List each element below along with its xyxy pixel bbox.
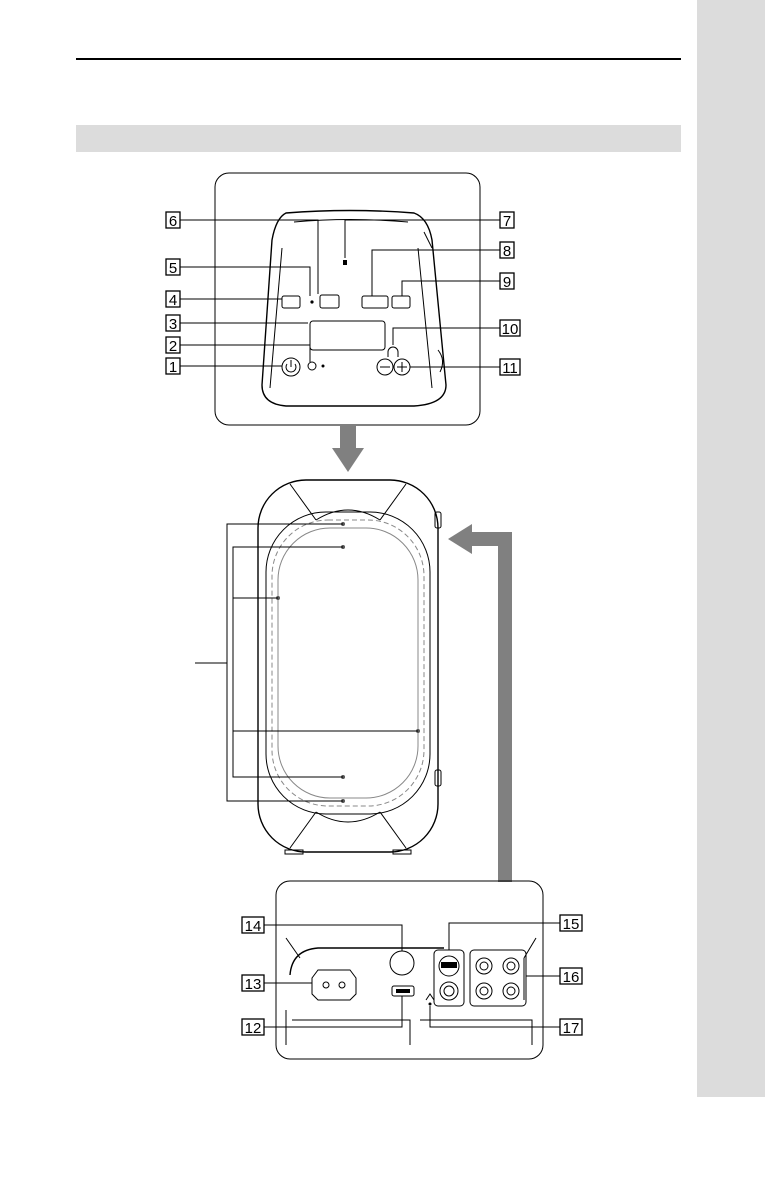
reset-indicator [426, 994, 434, 1000]
button-8[interactable] [362, 296, 388, 308]
speaker-front-view [258, 480, 441, 854]
svg-text:3: 3 [169, 316, 177, 333]
output-group-16 [470, 950, 526, 1006]
svg-text:4: 4 [169, 292, 177, 309]
button-6[interactable] [320, 295, 339, 308]
svg-text:1: 1 [169, 359, 177, 376]
callout-12: 12 [242, 1019, 264, 1037]
svg-text:8: 8 [503, 243, 511, 260]
callout-13: 13 [242, 975, 264, 993]
svg-text:6: 6 [169, 213, 177, 230]
indicator-dot [343, 260, 347, 265]
svg-text:14: 14 [245, 918, 262, 935]
callout-9: 9 [500, 273, 514, 291]
ac-inlet [312, 970, 356, 1000]
input-group-15 [434, 950, 464, 1006]
callout-15: 15 [560, 915, 582, 933]
rear-panel-view [276, 881, 543, 1059]
svg-text:16: 16 [563, 969, 580, 986]
button-9[interactable] [392, 296, 410, 308]
arrow-up-icon [448, 524, 512, 882]
callout-3: 3 [166, 315, 180, 333]
callout-1: 1 [166, 358, 180, 376]
svg-text:12: 12 [245, 1020, 262, 1037]
svg-text:15: 15 [563, 916, 580, 933]
arrow-down-icon [332, 426, 364, 472]
svg-text:17: 17 [563, 1020, 580, 1037]
svg-text:10: 10 [502, 321, 519, 338]
callout-14: 14 [242, 917, 264, 935]
top-leaders [180, 220, 500, 367]
callout-10: 10 [500, 320, 520, 338]
callout-6: 6 [166, 212, 180, 230]
callout-11: 11 [500, 359, 520, 377]
svg-text:5: 5 [169, 260, 177, 277]
plus-icon [397, 362, 407, 372]
button-2[interactable] [308, 362, 316, 370]
indicator-3 [322, 365, 325, 368]
svg-text:13: 13 [245, 976, 262, 993]
indicator-5 [310, 300, 313, 303]
callout-7: 7 [500, 212, 514, 230]
rear-leaders [264, 923, 560, 1027]
rear-button-14[interactable] [390, 951, 414, 975]
light-bracket [195, 524, 418, 801]
power-icon [286, 360, 296, 372]
grille-outer [266, 512, 430, 814]
svg-text:11: 11 [502, 360, 518, 377]
grille-dashed [272, 520, 424, 806]
callout-4: 4 [166, 291, 180, 309]
svg-text:9: 9 [503, 274, 511, 291]
headphone-icon [388, 347, 398, 357]
callout-2: 2 [166, 337, 180, 355]
speaker-front-body [258, 480, 438, 852]
grille-inner [278, 528, 418, 798]
svg-text:7: 7 [503, 213, 511, 230]
button-4[interactable] [282, 296, 300, 308]
svg-text:2: 2 [169, 338, 177, 355]
callout-8: 8 [500, 242, 514, 260]
callout-17: 17 [560, 1019, 582, 1037]
callout-16: 16 [560, 968, 582, 986]
callout-5: 5 [166, 259, 180, 277]
display-panel [310, 321, 385, 350]
